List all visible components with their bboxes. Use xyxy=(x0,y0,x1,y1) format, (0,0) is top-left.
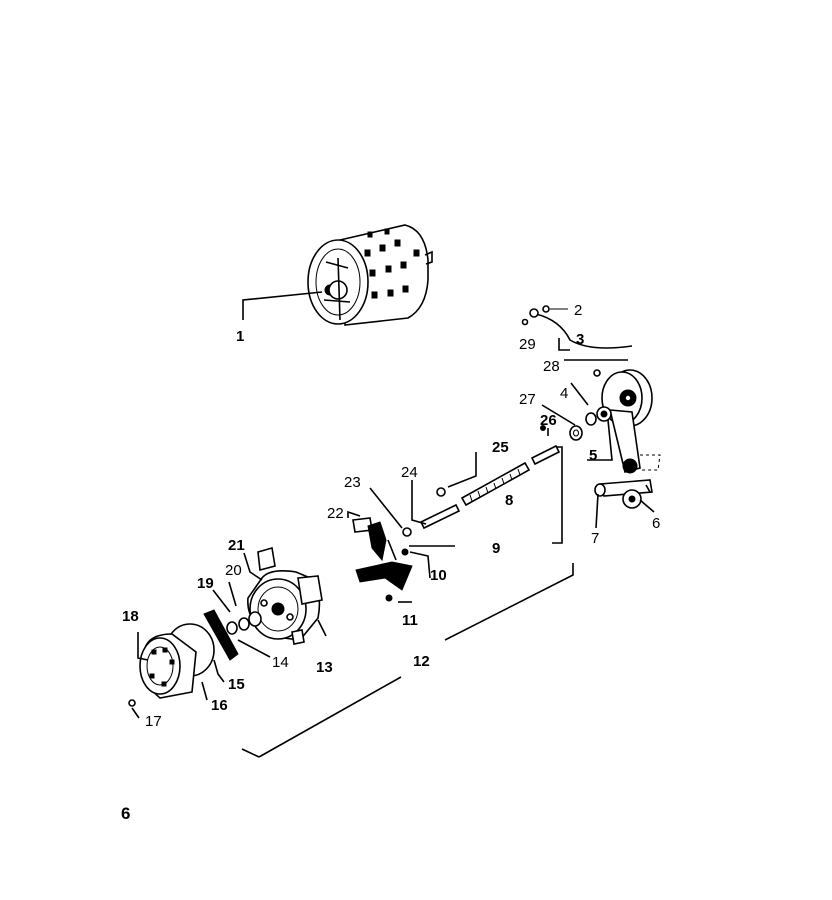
page-number: 6 xyxy=(121,804,131,823)
callout-4: 4 xyxy=(560,385,568,402)
callout-29: 29 xyxy=(519,336,536,353)
callout-2: 2 xyxy=(574,302,582,319)
callout-16: 16 xyxy=(211,697,228,714)
callout-9: 9 xyxy=(492,540,500,557)
callout-26: 26 xyxy=(540,412,557,429)
part-spring-rod xyxy=(521,305,633,349)
callout-21: 21 xyxy=(228,537,245,554)
callout-13: 13 xyxy=(316,659,333,676)
callout-10: 10 xyxy=(430,567,447,584)
callout-11: 11 xyxy=(402,612,418,629)
callout-5: 5 xyxy=(589,447,597,464)
part-shaft xyxy=(419,425,561,530)
part-cover xyxy=(128,623,215,707)
callout-22: 22 xyxy=(327,505,344,522)
callout-labels: 1 2 3 4 5 6 7 8 9 10 11 12 13 14 15 16 1… xyxy=(122,302,660,730)
callout-12: 12 xyxy=(413,653,430,670)
callout-6: 6 xyxy=(652,515,660,532)
callout-23: 23 xyxy=(344,474,361,491)
callout-25: 25 xyxy=(492,439,509,456)
callout-28: 28 xyxy=(543,358,560,375)
callout-15: 15 xyxy=(228,676,245,693)
callout-14: 14 xyxy=(272,654,289,671)
leader-lines xyxy=(131,291,655,758)
part-bracket xyxy=(352,517,413,602)
callout-8: 8 xyxy=(505,492,513,509)
callout-17: 17 xyxy=(145,713,162,730)
callout-7: 7 xyxy=(591,530,599,547)
part-housing xyxy=(203,546,323,661)
part-pulley-arm xyxy=(569,369,661,474)
callout-24: 24 xyxy=(401,464,418,481)
callout-19: 19 xyxy=(197,575,214,592)
callout-27: 27 xyxy=(519,391,536,408)
callout-18: 18 xyxy=(122,608,139,625)
part-drum-motor xyxy=(307,224,433,326)
part-bolt-bracket xyxy=(594,479,653,509)
callout-3: 3 xyxy=(576,331,584,348)
callout-1: 1 xyxy=(236,328,244,345)
callout-20: 20 xyxy=(225,562,242,579)
